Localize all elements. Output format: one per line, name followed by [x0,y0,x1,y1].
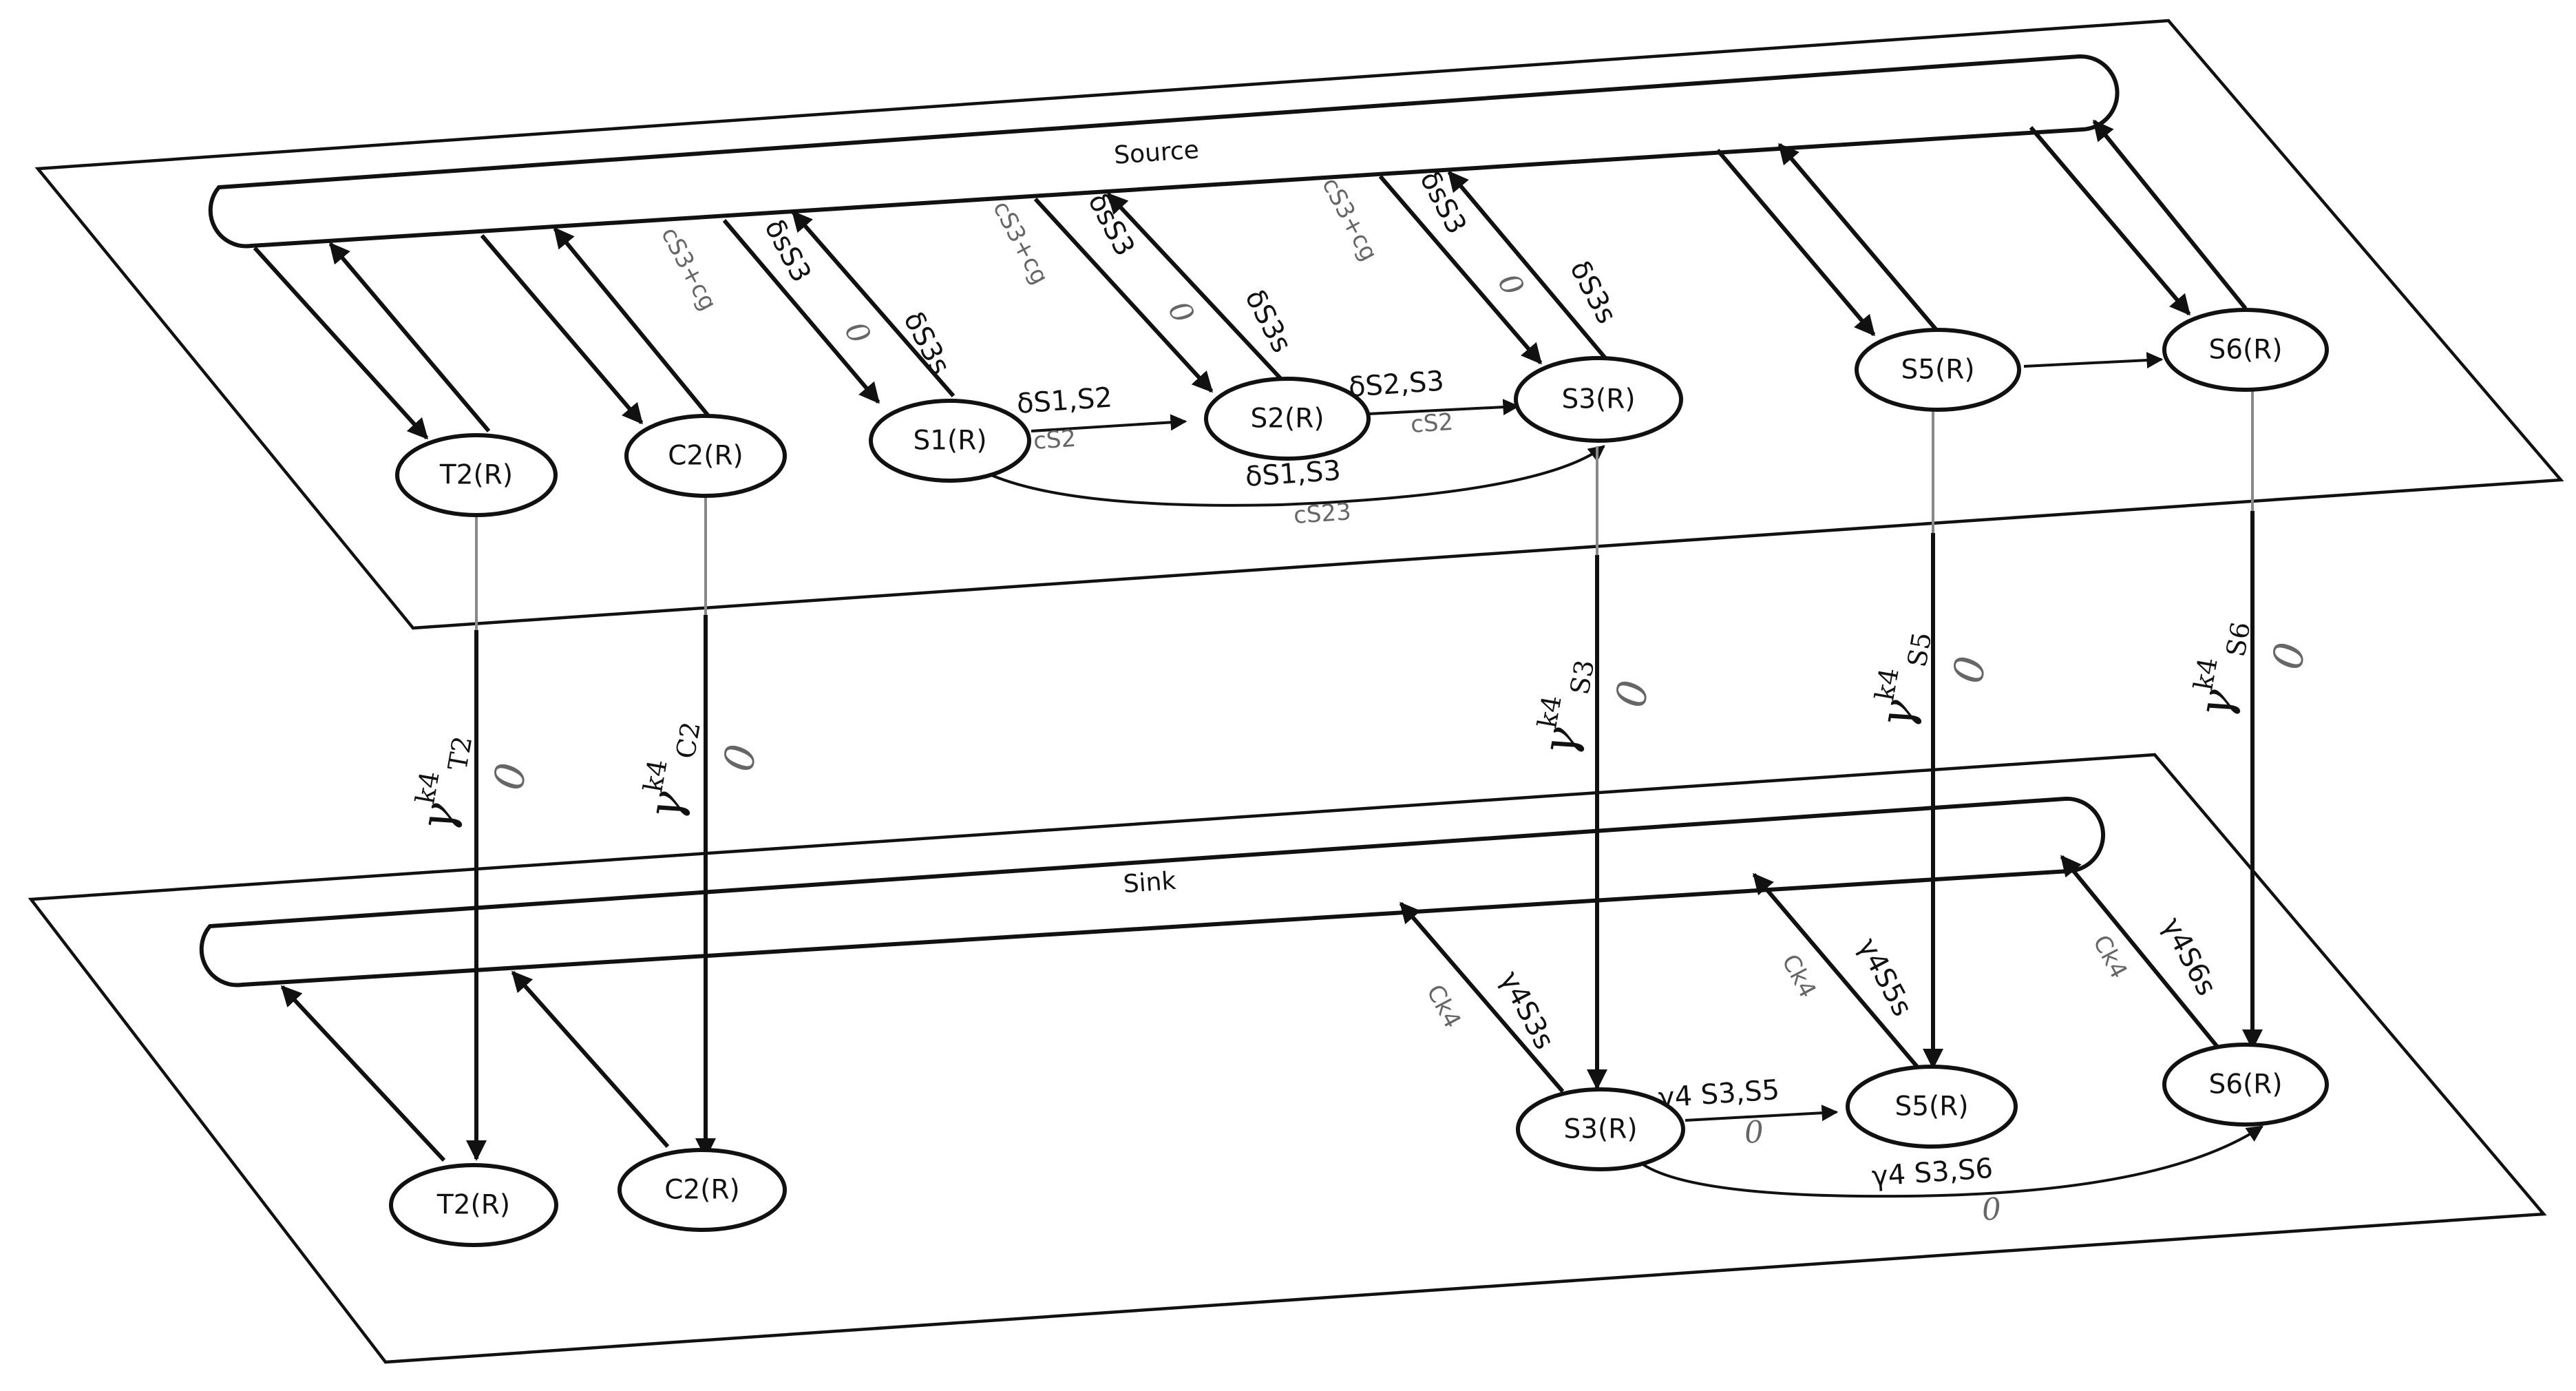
zero-c2: 0 [715,741,767,775]
svg-text:k4: k4 [410,768,445,806]
svg-text:S5(R): S5(R) [1894,1091,1968,1122]
edge-source-to-s5 [1715,149,1876,337]
svg-text:k4: k4 [1532,693,1567,730]
edge-t2-to-source [328,242,491,432]
zero-s3: 0 [1607,677,1659,711]
label-gamma-s5: γ k4 S5 [1869,630,1938,732]
label-gamma-c2: γ k4 C2 [637,720,706,824]
c-s2b-label: cS2 [1410,408,1455,439]
node-src-s2[interactable]: S2(R) [1204,377,1371,461]
node-src-t2[interactable]: T2(R) [395,433,558,517]
node-snk-c2[interactable]: C2(R) [617,1148,787,1232]
svg-text:S3: S3 [1564,658,1600,697]
zero-s5: 0 [1944,653,1996,687]
edge-source-to-c2 [480,234,644,425]
node-snk-s6[interactable]: S6(R) [2162,1043,2329,1127]
svg-text:S3(R): S3(R) [1561,384,1635,415]
sink-label: Sink [1122,867,1176,899]
svg-text:C2(R): C2(R) [664,1175,740,1206]
sink-edges [280,855,2263,1198]
sink-nodes: T2(R) C2(R) S3(R) S5(R) S6(R) [389,1043,2329,1247]
zero-t2: 0 [485,760,537,794]
zero-s6: 0 [2263,639,2316,673]
svg-text:k4: k4 [1869,665,1905,702]
svg-text:S6(R): S6(R) [2208,1069,2282,1100]
svg-text:S5(R): S5(R) [1901,355,1974,386]
node-src-s5[interactable]: S5(R) [1855,328,2021,412]
edge-source-to-s1 [722,219,880,404]
svg-text:S6(R): S6(R) [2208,335,2282,366]
source-node-pill [208,54,2120,249]
svg-text:S1(R): S1(R) [913,426,986,457]
node-src-s3[interactable]: S3(R) [1514,356,1683,443]
edge-source-to-s6 [2029,126,2191,316]
edge-s5-to-sink [1752,872,1923,1072]
d-s2s3-label: δS2,S3 [1347,365,1445,404]
edge-s2-to-s3 [1368,399,1520,416]
edge-s1-to-s3 [991,445,1605,507]
edge-s2-to-source [1106,192,1289,388]
label-gamma-s3: γ k4 S3 [1532,658,1601,760]
edge-s5-to-source [1777,143,1938,331]
edge-s3-to-sink [1399,901,1565,1093]
edge-sink-s3-to-s6 [1640,1125,2263,1198]
d-s1s3-label: δS1,S3 [1244,454,1342,493]
svg-text:S2(R): S2(R) [1250,404,1324,435]
g-s3s6-zero: 0 [1981,1191,2002,1228]
source-edges [253,119,2248,507]
label-gamma-s6: γ k4 S6 [2188,620,2257,722]
node-snk-s5[interactable]: S5(R) [1846,1065,2018,1149]
edge-s6-to-source [2092,119,2248,310]
node-snk-s3[interactable]: S3(R) [1516,1087,1685,1171]
svg-text:T2(R): T2(R) [439,460,513,491]
node-snk-t2[interactable]: T2(R) [389,1163,558,1247]
edge-source-to-s3 [1378,175,1543,365]
svg-text:C2: C2 [670,720,706,761]
svg-text:S3(R): S3(R) [1563,1114,1637,1145]
source-nodes: T2(R) C2(R) S1(R) S2(R) S3(R) S5(R) S6(R… [395,308,2329,517]
svg-text:S5: S5 [1901,630,1937,669]
g-s3s5-zero: 0 [1743,1114,1764,1151]
edge-source-to-t2 [253,246,429,440]
edge-s1-to-source [791,210,956,397]
edge-c2-to-sink [511,970,670,1148]
c-s23-label: cS23 [1293,498,1352,530]
edge-s3-to-source [1447,170,1607,359]
sink-plane-surface [28,753,2547,1364]
edge-s5-to-s6 [2023,352,2164,369]
edge-t2-to-sink [280,985,446,1162]
node-src-s1[interactable]: S1(R) [869,399,1031,483]
svg-text:S6: S6 [2220,620,2256,659]
node-src-c2[interactable]: C2(R) [624,414,787,498]
edge-s6-to-sink [2060,855,2222,1052]
svg-text:k4: k4 [2188,655,2224,692]
inter-layer-edges [466,386,2263,1161]
node-src-s6[interactable]: S6(R) [2162,308,2329,392]
edge-s1-to-s2 [1031,414,1187,432]
svg-text:k4: k4 [637,757,673,794]
source-label: Source [1113,136,1200,170]
svg-text:C2(R): C2(R) [668,441,743,472]
edge-source-to-s2 [1033,197,1214,393]
c-s2-label: cS2 [1033,425,1077,455]
svg-text:T2(R): T2(R) [436,1190,510,1221]
d-s1s2-label: δS1,S2 [1015,381,1113,420]
label-gamma-t2: γ k4 T2 [410,734,478,835]
svg-text:T2: T2 [442,734,478,773]
sink-plane: Sink [28,753,2547,1364]
edge-c2-to-source [553,227,711,418]
edge-sink-s3-to-s5 [1685,1105,1839,1122]
